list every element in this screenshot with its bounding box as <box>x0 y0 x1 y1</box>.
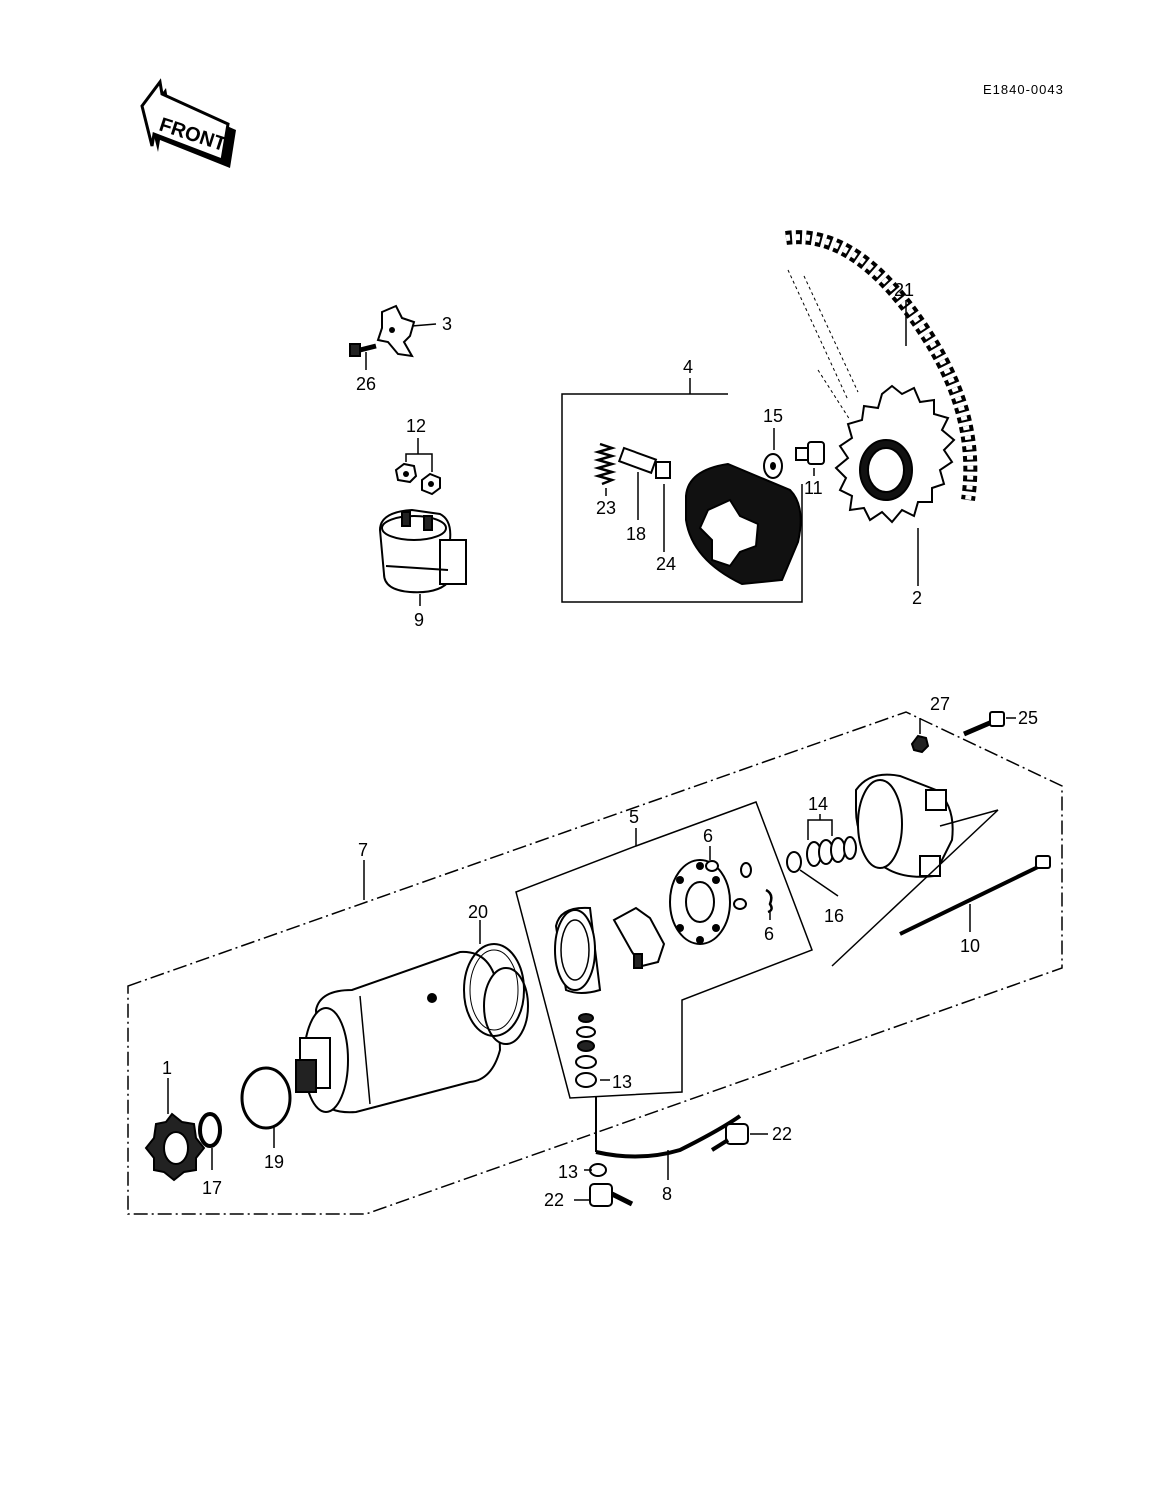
callout-11: 11 <box>804 478 823 498</box>
callout-6-upper: 6 <box>703 826 713 846</box>
starter-relay-part-9 <box>378 508 467 594</box>
callout-12: 12 <box>406 416 426 436</box>
callout-23: 23 <box>596 498 616 518</box>
callout-13-lower: 13 <box>558 1162 578 1182</box>
terminal-part-22-left <box>589 1183 634 1207</box>
callout-8: 8 <box>662 1184 672 1204</box>
washer-set-part-14 <box>806 836 857 867</box>
terminal-part-22-right <box>710 1123 749 1152</box>
callout-10: 10 <box>960 936 980 956</box>
callout-5: 5 <box>629 807 639 827</box>
nut-part-12 <box>394 462 441 496</box>
callout-9: 9 <box>414 610 424 630</box>
clutch-hub-part-4 <box>685 462 802 586</box>
callout-24: 24 <box>656 554 676 574</box>
lead-wire-part-8 <box>595 1096 742 1159</box>
diagram-code: E1840-0043 <box>983 82 1064 97</box>
callout-25: 25 <box>1018 708 1038 728</box>
callout-15: 15 <box>763 406 783 426</box>
yoke-cup-part-5 <box>554 906 602 994</box>
washer-part-16 <box>786 851 802 873</box>
callout-22-right: 22 <box>772 1124 792 1144</box>
through-bolt-part-10 <box>899 855 1051 936</box>
brush-holder-part-5 <box>612 906 666 969</box>
end-cover-part-7 <box>855 773 954 878</box>
callout-7: 7 <box>358 840 368 860</box>
nut-part-27 <box>910 734 930 754</box>
bolt-part-11 <box>795 441 825 465</box>
chain-part-21 <box>785 230 978 502</box>
gasket-part-20 <box>463 943 525 1037</box>
callout-18: 18 <box>626 524 646 544</box>
clip-part-6-upper <box>705 860 752 878</box>
group-box-4 <box>561 393 803 603</box>
bolt-part-26 <box>349 343 377 357</box>
callout-21: 21 <box>894 280 914 300</box>
clip-part-6-lower <box>733 888 773 914</box>
group-box-5 <box>515 801 813 1099</box>
group-box-7 <box>127 711 1063 1215</box>
washer-part-13-lower <box>589 1163 607 1177</box>
roller-part-24 <box>655 461 671 479</box>
callout-1: 1 <box>162 1058 172 1078</box>
sprocket-part-2 <box>834 384 956 524</box>
circlip-part-17 <box>198 1112 222 1148</box>
o-ring-part-19 <box>240 1066 292 1130</box>
callout-6-lower: 6 <box>764 924 774 944</box>
brush-plate-part-5 <box>669 859 731 945</box>
pin-part-18 <box>617 446 658 475</box>
callout-3: 3 <box>442 314 452 334</box>
callout-14: 14 <box>808 794 828 814</box>
callout-16: 16 <box>824 906 844 926</box>
bracket-part-3 <box>376 304 416 358</box>
callout-27: 27 <box>930 694 950 714</box>
callout-17: 17 <box>202 1178 222 1198</box>
washer-stack-part-13 <box>575 1013 597 1088</box>
pinion-gear-part-1 <box>144 1112 206 1182</box>
starter-motor-part-7 <box>295 950 529 1114</box>
callout-20: 20 <box>468 902 488 922</box>
washer-part-15 <box>763 453 783 479</box>
callout-26: 26 <box>356 374 376 394</box>
callout-19: 19 <box>264 1152 284 1172</box>
callout-22-left: 22 <box>544 1190 564 1210</box>
front-arrow-icon: FRONT <box>140 78 236 168</box>
callout-4: 4 <box>683 357 693 377</box>
bolt-part-25 <box>963 711 1005 737</box>
callout-13-upper: 13 <box>612 1072 632 1092</box>
spring-part-23 <box>593 442 617 486</box>
callout-2: 2 <box>912 588 922 608</box>
